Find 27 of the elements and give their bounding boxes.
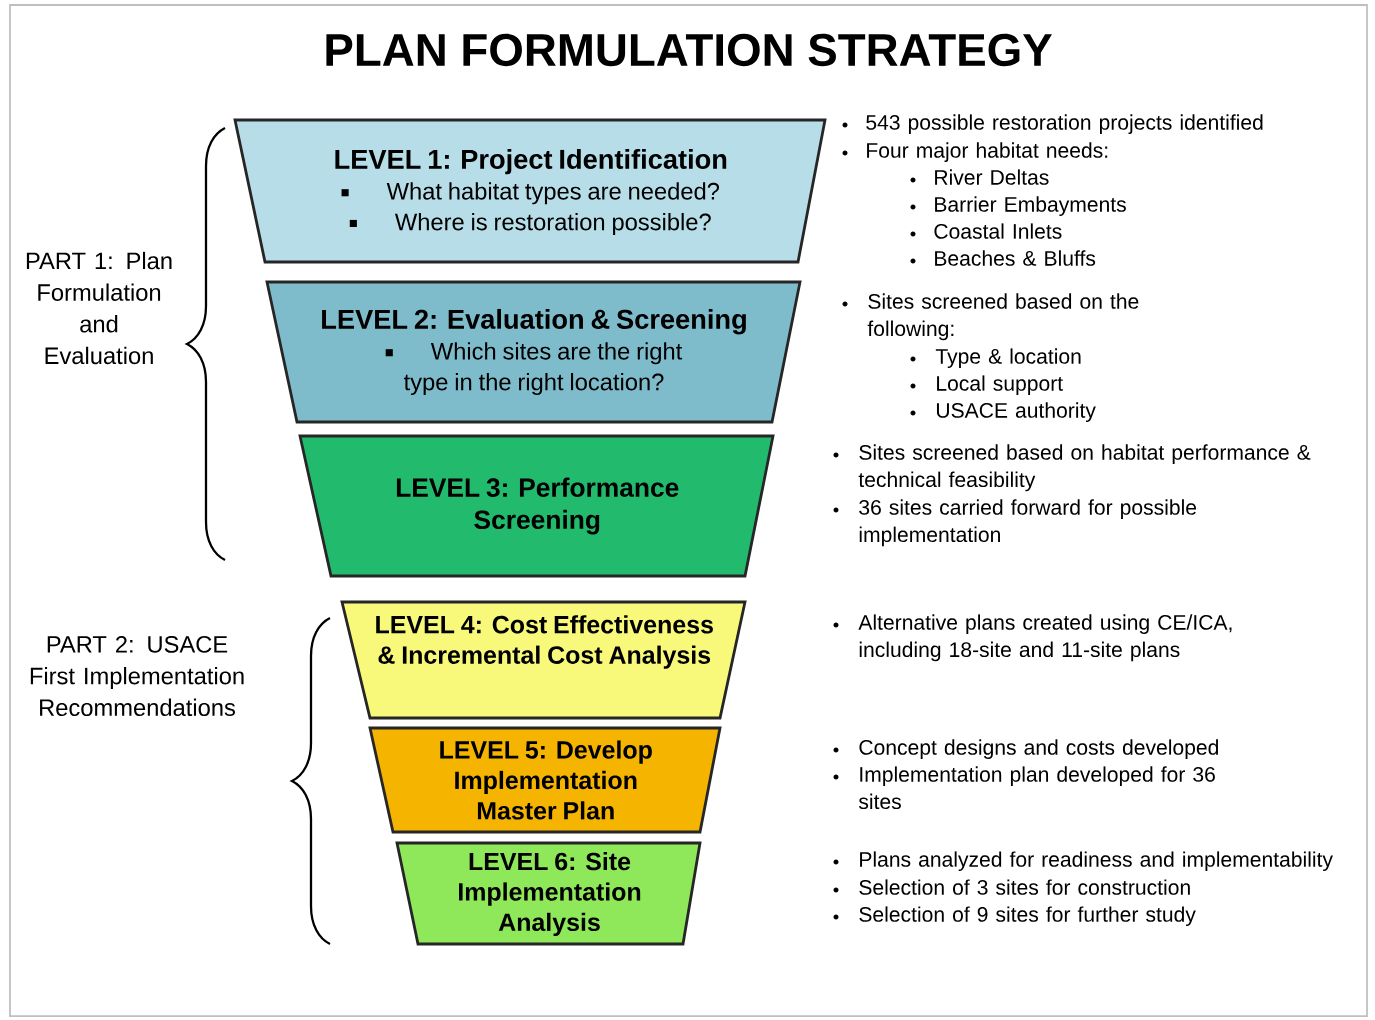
note-text: Four major habitat needs: [867,142,1108,162]
note-text: Sites screened based on habitat performance & technical feasibility [858,444,1311,492]
note-text: Concept designs and costs developed [859,739,1218,760]
note-text: Implementation plan developed for 36 sites [858,766,1215,810]
funnel-level: LEVEL 4: Cost Effectiveness & Incremental Cost Analysis [340,600,747,720]
part-label: PART 1: Plan Formulation and Evaluation [26,251,172,365]
note-text: River Deltas [935,169,1049,185]
funnel-level: LEVEL 3: Performance Screening [298,434,775,578]
note-text: Beaches & Bluffs [935,250,1096,266]
title: PLAN FORMULATION STRATEGY [326,33,1052,67]
note-text: Plans analyzed for readiness and implementability [860,851,1333,872]
part-label: PART 2: USACE First Implementation Recommendations [30,636,244,717]
note-text: Barrier Embayments [935,196,1126,216]
funnel-level: LEVEL 1: Project Identification What habitat types are needed? Where is restoration possible? [233,118,827,264]
note-text: Local support [937,375,1063,395]
note-text: Selection of 9 sites for further study [859,906,1196,927]
note-text: Alternative plans created using CE/ICA, including 18-site and 11-site plans [858,614,1232,662]
note-text: Type & location [935,348,1081,368]
note-text: Sites screened based on the following: [867,293,1139,341]
note-text: 36 sites carried forward for possible implementation [859,499,1197,547]
funnel-level: LEVEL 2: Evaluation & Screening Which sites are the right type in the right location? [265,280,802,424]
funnel-level: LEVEL 5: Develop Implementation Master Plan [368,726,722,834]
funnel-level: LEVEL 6: Site Implementation Analysis [395,841,702,946]
note-text: Selection of 3 sites for construction [859,879,1190,895]
note-text: USACE authority [937,402,1096,422]
note-text: Coastal Inlets [934,223,1062,239]
note-text: 543 possible restoration projects identified [866,114,1263,134]
